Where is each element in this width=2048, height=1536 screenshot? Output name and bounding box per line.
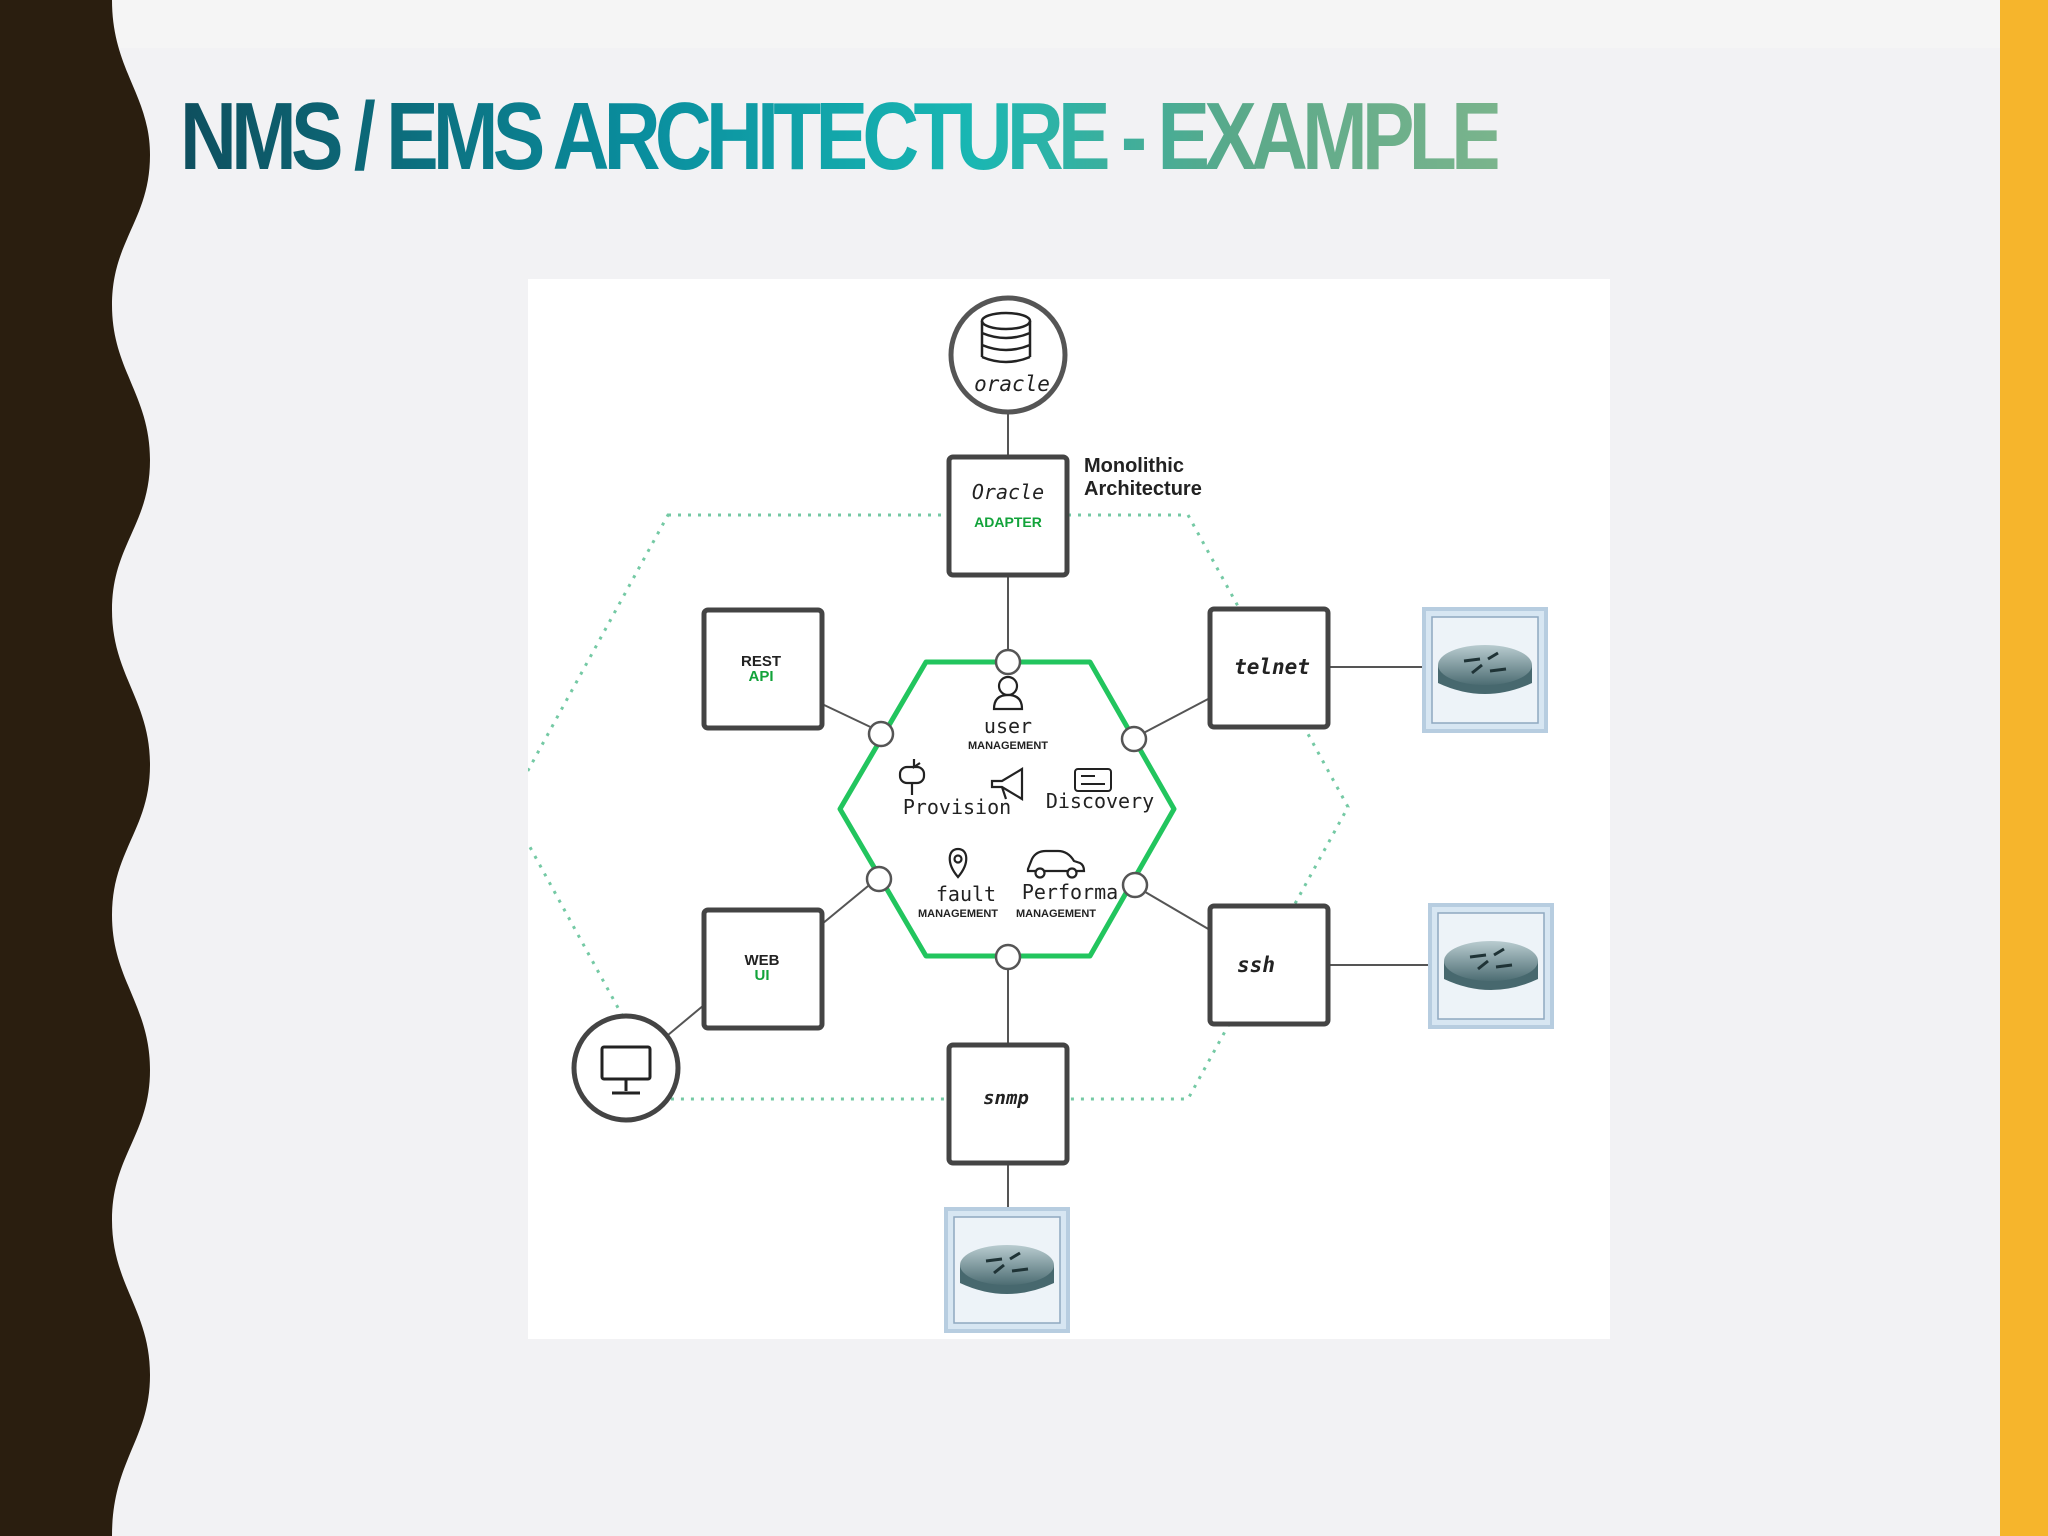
oracle-adapter-title: Oracle <box>972 480 1044 504</box>
rest-api-box: REST API <box>701 607 825 731</box>
port-bottom <box>994 943 1022 971</box>
fault-sublabel: MANAGEMENT <box>918 908 998 920</box>
port-top <box>994 648 1022 676</box>
connector-monitor-web <box>667 1004 705 1036</box>
router-icon-telnet <box>1422 607 1548 733</box>
discovery-label: Discovery <box>1046 789 1154 813</box>
core-ports <box>865 648 1149 971</box>
rest-api-title: REST <box>741 653 781 670</box>
provision-label: Provision <box>903 795 1011 819</box>
port-lower-right <box>1121 871 1149 899</box>
connector-telnet-core <box>1133 697 1211 739</box>
snmp-label: snmp <box>983 1087 1029 1109</box>
web-ui-title: WEB <box>745 952 780 969</box>
port-upper-left <box>867 720 895 748</box>
connector-ssh-core <box>1134 885 1211 931</box>
top-shade <box>110 0 2000 48</box>
core-hexagon <box>837 659 1177 959</box>
right-accent-band <box>2000 0 2048 1536</box>
annotation-line-2: Architecture <box>1084 478 1202 500</box>
user-sublabel: MANAGEMENT <box>968 740 1048 752</box>
user-label: user <box>984 714 1032 738</box>
database-icon <box>980 311 1032 364</box>
router-icon-ssh <box>1428 903 1554 1029</box>
port-lower-left <box>865 865 893 893</box>
mailbox-icon <box>898 759 926 795</box>
left-wave-band <box>0 0 150 1536</box>
database-label: oracle <box>974 372 1050 396</box>
monitor-client-node <box>571 1013 681 1123</box>
performance-label: Performa <box>1022 880 1118 904</box>
web-ui-subtitle: UI <box>755 967 770 984</box>
web-ui-box: WEB UI <box>701 907 825 1031</box>
rest-api-subtitle: API <box>748 668 773 685</box>
car-icon <box>1026 849 1086 879</box>
snmp-box: snmp <box>946 1042 1070 1166</box>
outer-dotted-hexagon <box>528 513 1350 1101</box>
port-upper-right <box>1120 725 1148 753</box>
telnet-label: telnet <box>1234 655 1310 679</box>
ssh-box: ssh <box>1207 903 1331 1027</box>
connectors <box>667 413 1432 1213</box>
card-icon <box>1074 768 1112 792</box>
telnet-box: telnet <box>1207 606 1331 730</box>
oracle-adapter-box: Oracle ADAPTER <box>946 454 1070 578</box>
router-icon-snmp <box>944 1207 1070 1333</box>
oracle-adapter-subtitle: ADAPTER <box>974 514 1042 530</box>
annotation-line-1: Monolithic <box>1084 455 1184 477</box>
user-icon <box>992 675 1024 711</box>
ssh-label: ssh <box>1237 953 1275 977</box>
slide-title: NMS / EMS ARCHITECTURE - EXAMPLE <box>180 83 1504 190</box>
monitor-icon <box>600 1045 652 1095</box>
architecture-diagram: oracle Oracle ADAPTER Monolithic Archite… <box>528 279 1610 1339</box>
location-pin-icon <box>948 847 968 879</box>
megaphone-icon <box>990 767 1024 801</box>
fault-label: fault <box>936 882 996 906</box>
database-circle <box>948 295 1068 415</box>
performance-sublabel: MANAGEMENT <box>1016 908 1096 920</box>
oracle-database-node: oracle <box>948 295 1068 415</box>
